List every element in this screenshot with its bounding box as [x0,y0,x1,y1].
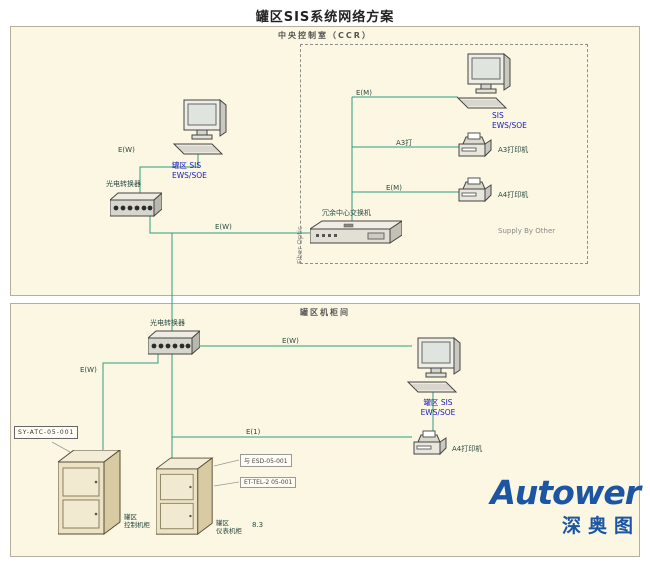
ccr-workstation-label: SIS EWS/SOE [492,111,527,130]
panel-tank-cabinet-room-header: 罐区机柜间 [300,308,350,317]
autower-logo-brand: Autower [490,473,641,512]
control-cabinet-icon [58,450,122,536]
workstation-label: 罐区 SIS EWS/SOE [172,161,207,180]
media-converter2-label: 光电转换器 [150,319,185,327]
link-label-cabinet: E(W) [80,366,97,374]
autower-logo-chinese: 深奥图 [561,515,640,537]
media-converter2-icon [148,330,200,356]
instrument-cabinet-icon [156,456,214,538]
tank-printer-a4-label: A4打印机 [452,445,483,453]
supply-by-other-note: Supply By Other [498,227,556,235]
printer-a4-label: A4打印机 [498,191,529,199]
media-converter-label: 光电转换器 [106,180,141,188]
ccr-workstation-icon [452,50,522,112]
tank-printer-a4-icon [410,430,450,460]
panel-central-control-room-header: 中央控制室（CCR） [278,31,372,40]
printer-a3-icon [455,132,495,162]
core-switch-icon [310,220,402,244]
workstation-icon [168,96,238,158]
control-cabinet-label: 罐区 控制机柜 [124,513,150,530]
media-converter-icon [110,192,162,218]
printer-a3-label: A3打印机 [498,146,529,154]
link-label-tank-ws: E(W) [282,337,299,345]
annotation-b: ET-TEL-2 05-001 [240,477,297,488]
diagram-title: 罐区SIS系统网络方案 [255,10,395,25]
link-label-tank-printer: E(1) [246,428,261,436]
core-switch-label: 冗余中心交换机 [322,209,371,217]
link-label-ccr-ws: E(M) [356,89,372,97]
link-label-a4: E(M) [386,184,402,192]
autower-logo: Autower 深奥图 [468,473,641,538]
tank-workstation-icon [402,334,472,396]
cabinet-tag-box: SY-ATC-05-001 [14,426,79,439]
printer-a4-icon [455,177,495,207]
link-label-switch: E(W) [215,223,232,231]
page-note: 8.3 [252,521,264,529]
link-label-a3: A3打 [396,139,413,147]
link-label-fiber-optic: Fiber Optic [296,226,304,264]
tank-workstation-label: 罐区 SIS EWS/SOE [420,398,456,417]
ccr-dashed-box [300,44,588,264]
annotation-a: 与 ESD-05-001 [240,454,292,467]
link-label-ws: E(W) [118,146,135,154]
instrument-cabinet-label: 罐区 仪表机柜 [216,519,242,536]
panel-central-control-room: 中央控制室（CCR） [10,26,640,296]
